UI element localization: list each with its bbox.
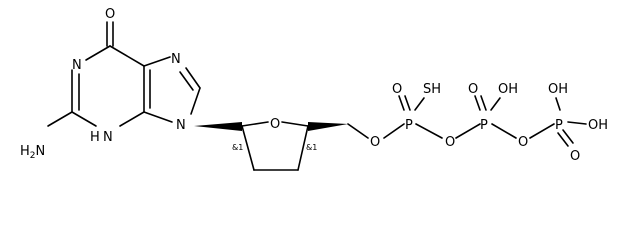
- atom-p-gamma-o: O: [570, 149, 580, 164]
- bond-c2-nh2: [47, 111, 73, 127]
- bond-n7-c8-double: [179, 71, 194, 91]
- stereo-c1: &1: [232, 143, 243, 152]
- atom-n3-h: H: [90, 130, 100, 145]
- bond-c5-o: [347, 123, 369, 139]
- bond-c1-c2: [241, 125, 255, 171]
- bond-pg-oh-top: [555, 97, 561, 111]
- atom-n1: N: [72, 58, 82, 73]
- atom-p-beta-o: O: [468, 82, 478, 97]
- bond-o-pa: [383, 123, 405, 139]
- atom-n7: N: [171, 52, 181, 67]
- stereo-c4: &1: [306, 143, 317, 152]
- atom-amine: H2N: [20, 144, 45, 161]
- bond-o2-pg: [529, 123, 555, 139]
- bond-c6-n1: [85, 45, 111, 61]
- bond-pb-oh: [490, 97, 501, 111]
- bond-pb-o-double: [474, 95, 481, 111]
- bond-pg-o-double-2: [562, 129, 574, 144]
- bond-c2-n3: [71, 111, 97, 127]
- atom-n9: N: [176, 118, 186, 133]
- atom-p-alpha-o: O: [392, 82, 402, 97]
- atom-p-beta: P: [480, 118, 488, 133]
- atom-p-gamma: P: [555, 118, 563, 133]
- bond-c5-n7: [143, 56, 171, 67]
- bond-c8-n9: [190, 87, 201, 115]
- atom-p-gamma-oh-top: OH: [548, 82, 568, 97]
- bond-c1-o: [241, 121, 269, 127]
- stereo-labels: &1 &1: [232, 143, 317, 152]
- atom-ring-o: O: [270, 117, 280, 132]
- atom-p-beta-oh: OH: [498, 82, 518, 97]
- bond-pa-o1: [415, 123, 443, 139]
- bond-o1-pb: [455, 123, 481, 139]
- atom-ester-o: O: [370, 135, 380, 150]
- bond-n9-c4: [143, 111, 173, 123]
- bond-pa-o-double-2: [404, 95, 411, 111]
- bond-pb-o2: [491, 123, 517, 139]
- bond-n3-c4: [119, 111, 145, 127]
- atom-bridge-o2: O: [518, 135, 528, 150]
- bond-pa-o-double: [398, 95, 405, 111]
- bond-n7-c8: [185, 67, 201, 89]
- bond-n9-c1-wedge: [194, 122, 242, 131]
- bonds: [47, 21, 587, 171]
- atom-sh: SH: [423, 82, 441, 97]
- atom-n3: N: [103, 130, 113, 145]
- atom-p-alpha: P: [405, 118, 413, 133]
- atom-bridge-o1: O: [445, 135, 455, 150]
- bond-c4-c5-wedge: [308, 122, 348, 131]
- bond-pb-o-double-2: [480, 95, 487, 111]
- bond-o-c4: [281, 121, 309, 127]
- molecule-structure-diagram: O N N N H2N H N O O P O SH O P O OH O P …: [20, 7, 608, 171]
- bond-pg-oh-right: [567, 121, 587, 125]
- atom-oxo-o: O: [105, 7, 115, 22]
- bond-pg-o-double: [557, 132, 569, 147]
- atom-p-gamma-oh-right: OH: [588, 118, 608, 133]
- bond-c3-c4: [297, 125, 309, 171]
- atom-labels: O N N N H2N H N O O P O SH O P O OH O P …: [20, 7, 608, 164]
- bond-c5-c6: [109, 45, 145, 67]
- bond-pa-sh: [414, 97, 425, 111]
